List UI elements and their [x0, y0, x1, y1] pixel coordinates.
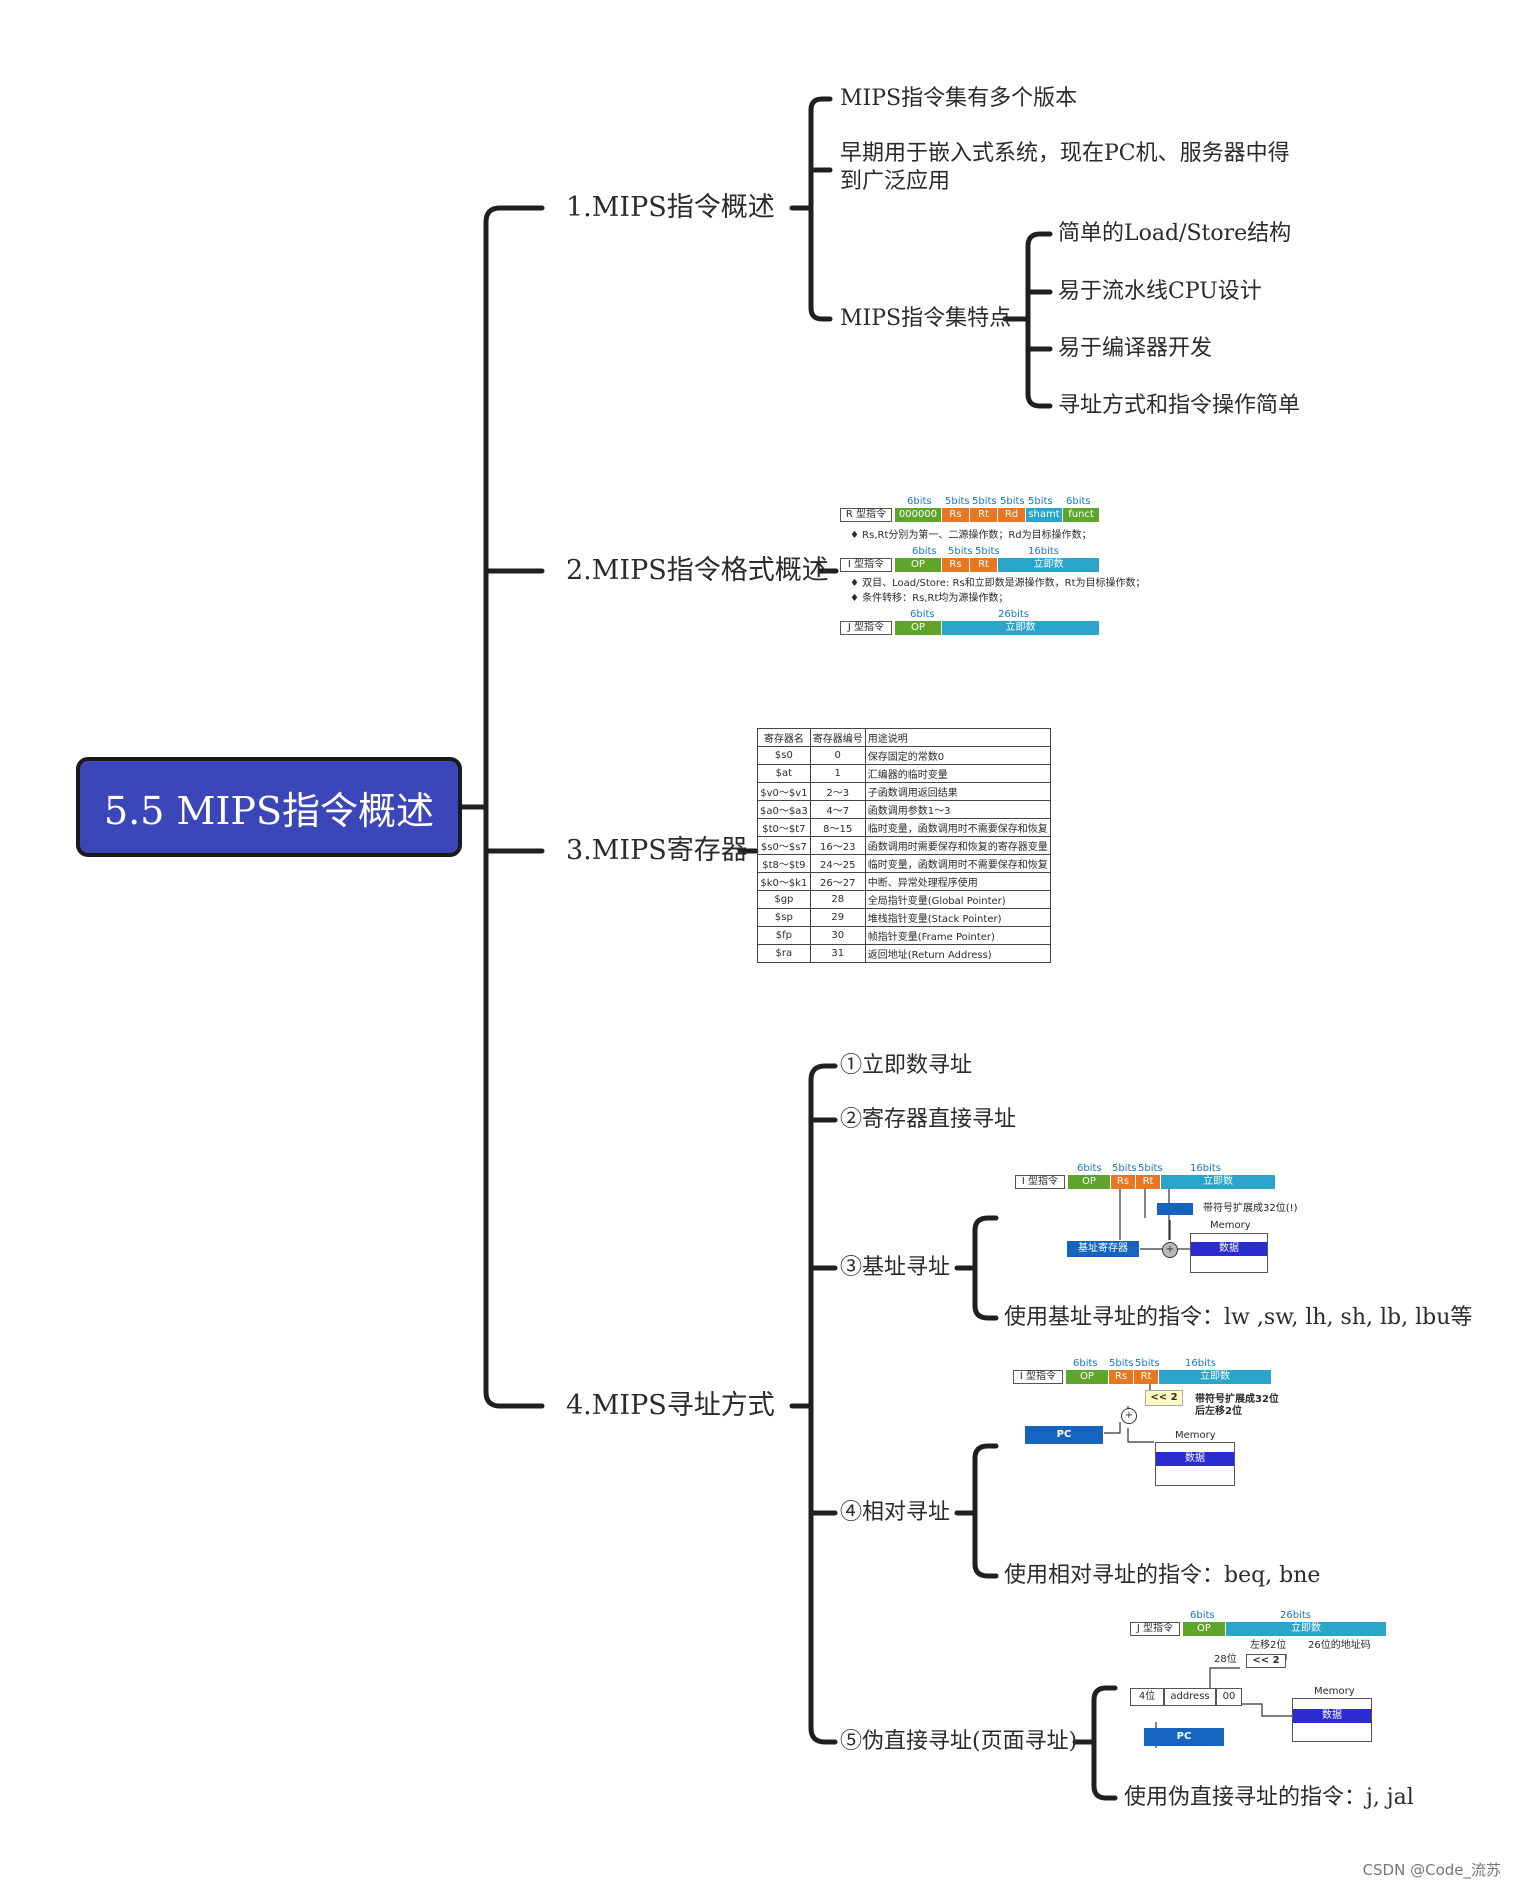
addr-immediate[interactable]: ①立即数寻址	[840, 1053, 973, 1078]
addr-pseudo-direct[interactable]: ⑤伪直接寻址(页面寻址)	[840, 1729, 1078, 1754]
header-cell: 寄存器编号	[809, 728, 866, 747]
root-node[interactable]: 5.5 MIPS指令概述	[76, 757, 462, 857]
table-header-row: 寄存器名 寄存器编号 用途说明	[757, 728, 1051, 747]
node-features[interactable]: MIPS指令集特点	[840, 306, 1012, 331]
addr-relative[interactable]: ④相对寻址	[840, 1500, 951, 1525]
node-usage[interactable]: 早期用于嵌入式系统，现在PC机、服务器中得到广泛应用	[840, 141, 1290, 194]
header-cell: 用途说明	[864, 728, 1051, 747]
addr-base[interactable]: ③基址寻址	[840, 1255, 951, 1280]
header-cell: 寄存器名	[757, 728, 811, 747]
relative-addressing-figure: 6bits 5bits 5bits 16bits I 型指令 OP Rs Rt …	[1013, 1358, 1313, 1488]
feature-item[interactable]: 易于编译器开发	[1058, 336, 1213, 361]
feature-item[interactable]: 易于流水线CPU设计	[1058, 279, 1262, 304]
base-addressing-figure: 6bits 5bits 5bits 16bits I 型指令 OP Rs Rt …	[1015, 1163, 1315, 1273]
addr-register[interactable]: ②寄存器直接寻址	[840, 1107, 1017, 1132]
node-versions[interactable]: MIPS指令集有多个版本	[840, 86, 1078, 111]
instruction-format-figure: 6bits 5bits 5bits 5bits 5bits 6bits R 型指…	[840, 494, 1146, 639]
branch-format[interactable]: 2.MIPS指令格式概述	[566, 555, 829, 586]
branch-addressing[interactable]: 4.MIPS寻址方式	[566, 1390, 775, 1421]
pseudo-direct-figure: 6bits 26bits J 型指令 OP 立即数 左移2位 26位的地址码 2…	[1130, 1610, 1390, 1750]
branch-registers[interactable]: 3.MIPS寄存器	[566, 835, 748, 866]
watermark: CSDN @Code_流苏	[1362, 1861, 1501, 1879]
addr-pseudo-direct-desc[interactable]: 使用伪直接寻址的指令：j, jal	[1124, 1785, 1414, 1810]
feature-item[interactable]: 寻址方式和指令操作简单	[1058, 393, 1301, 418]
addr-relative-desc[interactable]: 使用相对寻址的指令：beq, bne	[1004, 1563, 1321, 1588]
addr-base-desc[interactable]: 使用基址寻址的指令：lw ,sw, lh, sh, lb, lbu等	[1004, 1305, 1473, 1330]
branch-overview[interactable]: 1.MIPS指令概述	[566, 192, 775, 223]
feature-item[interactable]: 简单的Load/Store结构	[1058, 221, 1292, 246]
